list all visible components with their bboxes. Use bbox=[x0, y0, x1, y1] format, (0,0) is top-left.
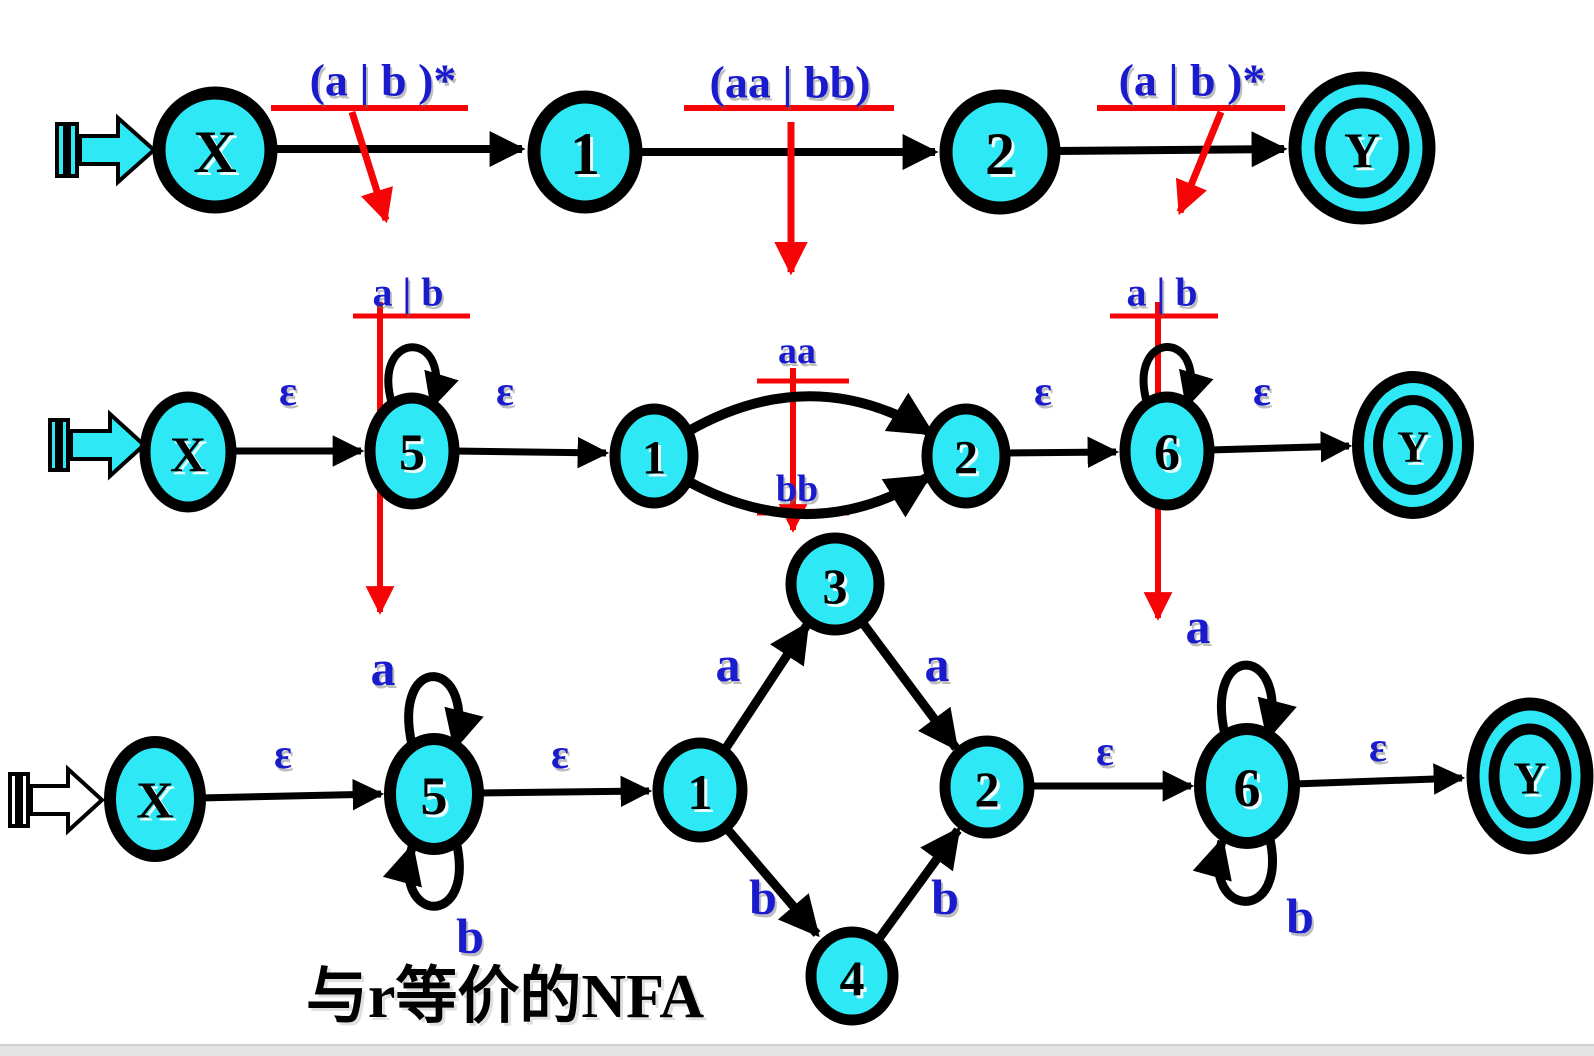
loop-label-a-6: a bbox=[1186, 598, 1211, 654]
state-X bbox=[139, 391, 237, 513]
self-loop-5-a bbox=[404, 672, 484, 751]
start-marker-bar bbox=[67, 122, 79, 178]
loop-label-a-or-b-left: a | b bbox=[372, 270, 443, 315]
state-X bbox=[152, 86, 278, 214]
edge-label-epsilon: ε bbox=[279, 369, 297, 415]
edge-X-5 bbox=[199, 778, 385, 811]
state-Y-label: Y bbox=[1397, 423, 1429, 472]
state-6 bbox=[1119, 391, 1215, 511]
self-loop-6 bbox=[1139, 343, 1214, 409]
state-1 bbox=[527, 90, 643, 214]
edge-5-1 bbox=[477, 775, 653, 808]
edge-label-epsilon: ε bbox=[274, 732, 292, 778]
state-2 bbox=[921, 403, 1011, 509]
start-marker-bar bbox=[59, 418, 70, 472]
start-marker-bar bbox=[19, 772, 30, 828]
edge-label-epsilon: ε bbox=[1369, 725, 1387, 771]
regex-label-ab-star-left: (a | b )* bbox=[310, 55, 457, 106]
caption: 与r等价的NFA bbox=[306, 962, 705, 1031]
state-Y-inner bbox=[1314, 97, 1410, 199]
state-4 bbox=[805, 926, 899, 1026]
state-1 bbox=[609, 403, 699, 509]
edge-1-2-aa-curve bbox=[684, 391, 935, 438]
self-loop-5-b bbox=[382, 839, 464, 911]
edge-label-epsilon: ε bbox=[1096, 729, 1114, 775]
edge-6-Y bbox=[1208, 431, 1353, 463]
edge-label-epsilon: ε bbox=[496, 369, 514, 415]
loop-label-b-6: b bbox=[1286, 888, 1314, 944]
footer-divider bbox=[0, 1044, 1594, 1046]
edge-label-epsilon: ε bbox=[551, 732, 569, 778]
edge-label-a-32: a bbox=[925, 636, 950, 692]
start-arrow-icon bbox=[29, 764, 105, 836]
decompose-arrow-right bbox=[1175, 110, 1225, 216]
start-marker-bar bbox=[55, 122, 67, 178]
edge-1-2-bb-curve bbox=[681, 472, 932, 519]
edge-label-aa: aa bbox=[778, 330, 816, 372]
start-marker-bar bbox=[8, 772, 19, 828]
regex-label-aabb: (aa | bb) bbox=[710, 57, 871, 108]
self-loop-5 bbox=[384, 343, 459, 410]
state-1-label: 1 bbox=[570, 121, 600, 187]
state-5-label: 5 bbox=[399, 425, 425, 482]
edge-label-b-42: b bbox=[931, 869, 959, 925]
edge-6-Y bbox=[1293, 763, 1466, 795]
state-6 bbox=[1194, 723, 1300, 849]
self-loop-6-a bbox=[1216, 660, 1297, 741]
state-3-label: 3 bbox=[823, 558, 848, 614]
state-Y-label: Y bbox=[1344, 122, 1380, 178]
state-6-label: 6 bbox=[1154, 425, 1180, 482]
state-2 bbox=[939, 89, 1061, 215]
state-X-label: X bbox=[136, 773, 174, 830]
edge-label-b-14: b bbox=[749, 869, 777, 925]
loop-label-a-or-b-right: a | b bbox=[1126, 270, 1197, 315]
state-Y-inner bbox=[1373, 395, 1453, 495]
start-marker-bar bbox=[48, 418, 59, 472]
row1-abstract-nfa: X 1 2 Y (a | b )* (aa | bb) (a | b )* bbox=[55, 55, 1436, 276]
edge-4-2 bbox=[874, 826, 962, 943]
edge-label-a-13: a bbox=[716, 636, 741, 692]
state-X-label: X bbox=[193, 119, 236, 185]
state-2-label: 2 bbox=[975, 761, 1000, 817]
decompose-arrow-left bbox=[348, 110, 393, 224]
state-X-label: X bbox=[170, 426, 206, 482]
state-3 bbox=[785, 532, 885, 636]
loop-label-b-5: b bbox=[456, 908, 484, 964]
state-2-label: 2 bbox=[985, 121, 1015, 187]
row3-final-nfa: X 5 1 3 4 2 6 Y ε a b ε a a b b ε a b ε bbox=[8, 532, 1594, 1026]
edge-1-4 bbox=[719, 821, 821, 938]
regex-label-ab-star-right: (a | b )* bbox=[1119, 55, 1266, 106]
edge-label-epsilon: ε bbox=[1253, 369, 1271, 415]
state-1-label: 1 bbox=[688, 764, 713, 820]
state-5-label: 5 bbox=[421, 766, 448, 826]
row2-partially-expanded-nfa: X 5 1 2 6 Y ε a | b ε aa bb ε a | b ε bbox=[48, 270, 1474, 519]
state-Y-label: Y bbox=[1513, 753, 1546, 804]
edge-2-6 bbox=[1004, 436, 1120, 469]
state-X bbox=[104, 736, 206, 862]
state-1-label: 1 bbox=[642, 432, 666, 485]
edge-label-bb: bb bbox=[776, 468, 818, 510]
self-loop-6-b bbox=[1192, 833, 1277, 906]
edge-label-epsilon: ε bbox=[1034, 369, 1052, 415]
state-2 bbox=[939, 735, 1035, 839]
edge-5-1 bbox=[453, 436, 610, 469]
state-5 bbox=[364, 392, 460, 510]
state-2-label: 2 bbox=[954, 432, 978, 485]
edge-3-2 bbox=[858, 619, 960, 752]
start-arrow-icon bbox=[69, 409, 147, 481]
state-1 bbox=[652, 737, 748, 843]
state-6-label: 6 bbox=[1234, 758, 1261, 818]
state-5 bbox=[384, 733, 484, 855]
start-arrow-icon bbox=[78, 113, 158, 187]
state-Y-inner bbox=[1488, 723, 1572, 829]
edge-1-3 bbox=[718, 621, 811, 757]
loop-label-a-5: a bbox=[371, 640, 396, 696]
edge-2-Y bbox=[1054, 131, 1288, 168]
state-4-label: 4 bbox=[840, 950, 865, 1006]
footer-bar bbox=[0, 1046, 1594, 1056]
